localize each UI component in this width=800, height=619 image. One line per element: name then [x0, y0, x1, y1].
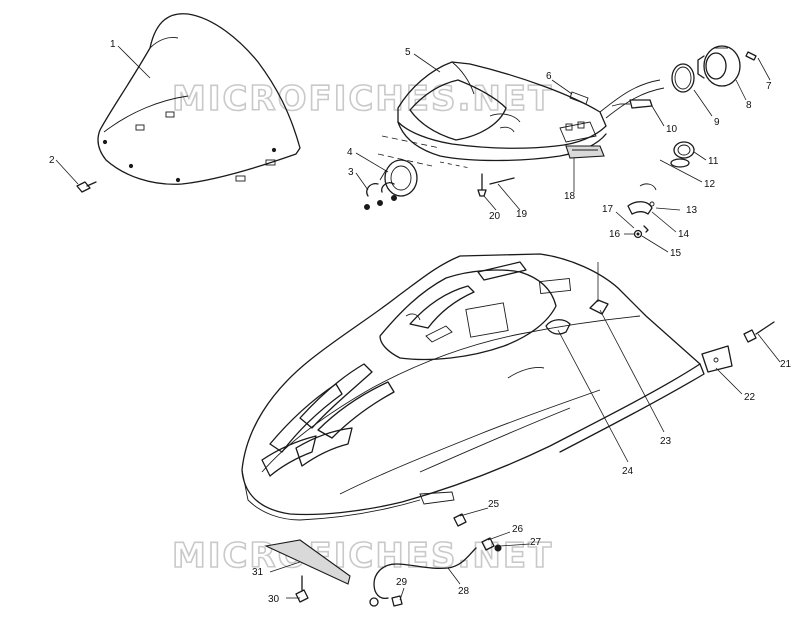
- windshield: [97, 13, 301, 185]
- callout-25: 25: [488, 499, 500, 510]
- label-strip: [569, 91, 589, 105]
- callout-5: 5: [405, 47, 411, 58]
- callout-labels: 1 2 3 4 5 6 7 8 9 10 11 12 13 14 15 16 1…: [49, 39, 792, 605]
- callout-4: 4: [347, 147, 353, 158]
- windshield-screw: [76, 181, 97, 193]
- hinge-plate: [701, 345, 733, 373]
- hood-nut: [481, 537, 495, 551]
- bracket: [627, 183, 657, 215]
- indicator-lamp: [673, 141, 695, 159]
- callout-12: 12: [704, 179, 716, 190]
- console-screw: [477, 173, 487, 197]
- watermark-top: MICROFICHES.NET: [172, 79, 553, 119]
- fastener-clips: [364, 182, 397, 210]
- hinge-hole: [713, 357, 719, 363]
- hood-bolt: [453, 513, 467, 527]
- callout-14: 14: [678, 229, 690, 240]
- callout-15: 15: [670, 248, 682, 259]
- skid-plate: [264, 539, 351, 585]
- headlight-bezel: [379, 159, 418, 197]
- hood-screw: [743, 321, 775, 343]
- cable-eyelet: [369, 597, 379, 607]
- callout-1: 1: [110, 39, 116, 50]
- gauge-ring: [671, 63, 695, 93]
- washer-hole: [636, 232, 640, 236]
- callout-19: 19: [516, 209, 528, 220]
- clip: [643, 225, 649, 233]
- callout-13: 13: [686, 205, 698, 216]
- lamp-oring: [670, 158, 690, 168]
- hood-washer: [494, 544, 502, 552]
- callout-20: 20: [489, 211, 501, 222]
- leader-lines: [55, 45, 781, 601]
- callout-23: 23: [660, 436, 672, 447]
- callout-31: 31: [252, 567, 264, 578]
- callout-7: 7: [766, 81, 772, 92]
- callout-26: 26: [512, 524, 524, 535]
- callout-29: 29: [396, 577, 408, 588]
- callout-22: 22: [744, 392, 756, 403]
- watermark-bottom: MICROFICHES.NET: [172, 536, 553, 576]
- callout-24: 24: [622, 466, 634, 477]
- gauge: [697, 45, 741, 87]
- skid-screw: [295, 589, 309, 603]
- callout-6: 6: [546, 71, 552, 82]
- cable-bolt: [391, 595, 403, 607]
- console: [397, 61, 607, 162]
- callout-2: 2: [49, 155, 55, 166]
- align-dash-3: [439, 161, 471, 169]
- harness-wire-2: [605, 87, 665, 119]
- washer: [633, 229, 643, 239]
- harness-wire: [599, 79, 661, 113]
- hood: [241, 253, 705, 521]
- callout-16: 16: [609, 229, 621, 240]
- hood-cable: [373, 547, 477, 600]
- callout-28: 28: [458, 586, 470, 597]
- gauge-bulb: [745, 51, 757, 61]
- callout-9: 9: [714, 117, 720, 128]
- callout-3: 3: [348, 167, 354, 178]
- cable-tie: [489, 177, 515, 185]
- junction-block: [565, 145, 605, 159]
- ignition-switch: [611, 99, 653, 109]
- callout-27: 27: [530, 537, 542, 548]
- callout-30: 30: [268, 594, 280, 605]
- callout-10: 10: [666, 124, 678, 135]
- callout-17: 17: [602, 204, 614, 215]
- callout-8: 8: [746, 100, 752, 111]
- callout-18: 18: [564, 191, 576, 202]
- callout-21: 21: [780, 359, 792, 370]
- callout-11: 11: [708, 156, 719, 167]
